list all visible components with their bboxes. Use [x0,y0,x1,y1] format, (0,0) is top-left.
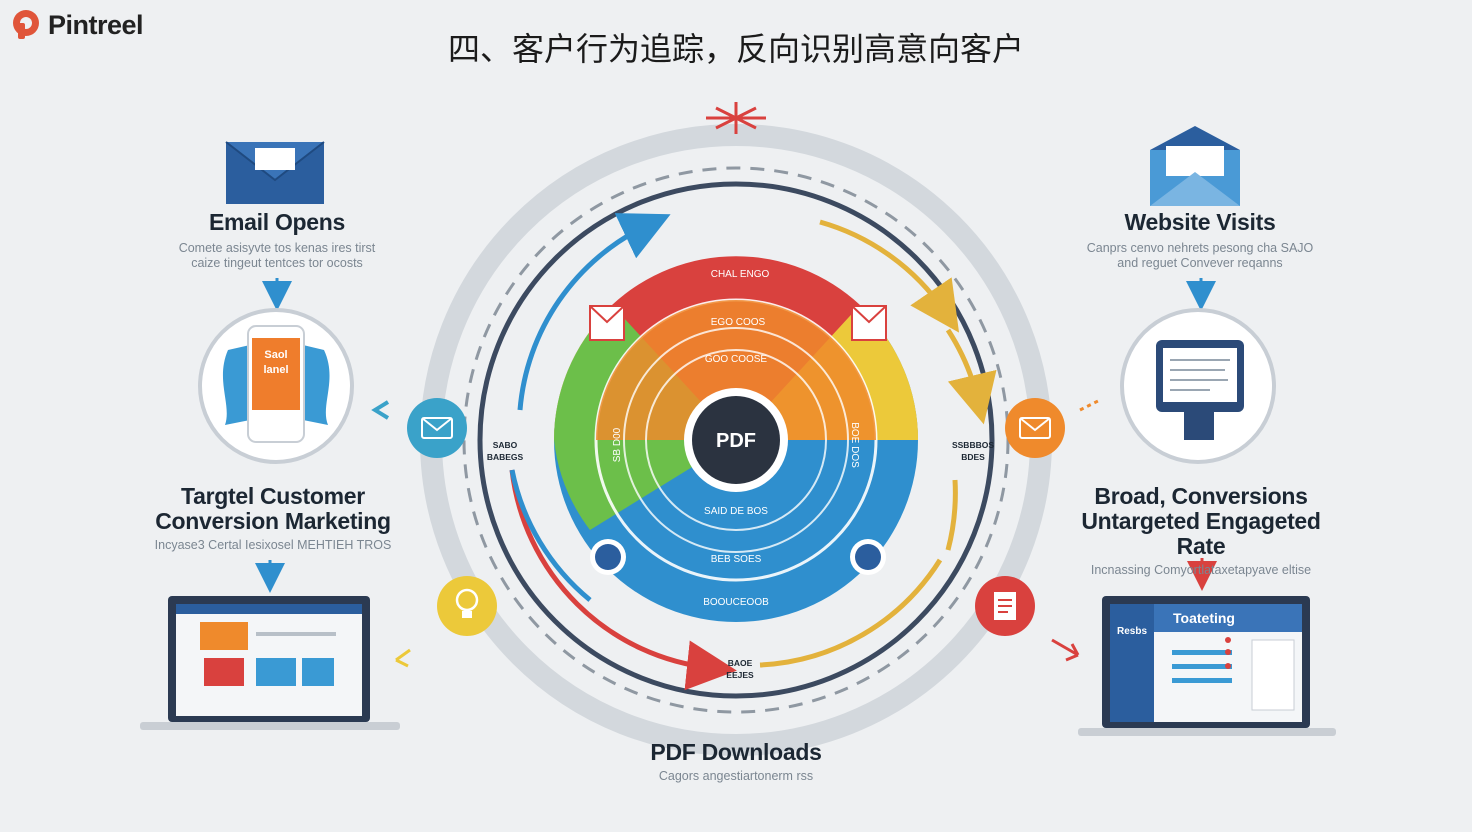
lightbulb-icon [437,576,497,636]
phone-text-1: Saol [264,349,287,361]
website-visits-title: Website Visits [1124,209,1276,235]
box-icon [589,305,625,341]
brand-name: Pintreel [48,9,144,40]
broad-conversions-sub: Incnassing Comyortlataxetapyave eltise [1090,563,1312,577]
flow-arc-yellow-bottom [759,558,943,668]
box-icon [851,305,887,341]
target-conversion-title-1: Targtel Customer [181,483,365,509]
tracking-ring [477,181,995,699]
flow-arc-yellow-right [945,328,997,425]
email-opens-sub-1: Comete asisyvte tos kenas ires tirst [178,241,376,255]
laptop-icon: Toateting Resbs [1078,596,1336,736]
broad-conversions-title-1: Broad, Conversions [1094,483,1308,509]
email-opens-sub-2: caize tingeut tentces tor ocosts [191,256,363,270]
envelope-node-left [407,398,467,458]
phone-text-2: lanel [263,364,288,376]
website-visits-block: Website Visits Canprs cenvo nehrets peso… [1078,210,1322,271]
flow-arc-blue [517,213,671,411]
phone-icon: Saol lanel [198,308,354,464]
ring-label-left-arc: SB D00 [612,427,623,462]
page-title: 四、客户行为追踪，反向识别高意向客户 [447,30,1024,68]
right-side-label-1: SSBBBOS [952,440,994,450]
target-conversion-sub: Incyase3 Certal Iesixosel MEHTIEH TROS [154,538,392,552]
flow-arc-yellow-top [819,219,960,333]
laptop-side-text: Resbs [1117,626,1147,637]
target-conversion-title-2: Conversion Marketing [155,508,391,534]
website-visits-sub-1: Canprs cenvo nehrets pesong cha SAJO [1086,241,1314,255]
funnel-core: PDF CHAL ENGO EGO COOS GOO COOSE SAID DE… [554,256,918,622]
ring-label-5: BEB SOES [711,554,762,565]
chat-icon [590,539,626,575]
center-label: PDF [716,430,756,452]
broad-conversions-block: Broad, Conversions Untargeted Engageted … [1056,484,1346,578]
compass-icon [706,102,766,134]
ring-label-2: EGO COOS [711,317,766,328]
pdf-downloads-sub: Cagors angestiartonerm rss [658,769,814,783]
ring-label-6: BOOUCEOOB [703,597,769,608]
arrow-to-laptop-left [395,648,411,668]
arrow-to-laptop-right [1051,638,1080,662]
ring-label-right-arc: BOE DOS [849,422,860,468]
envelope-node-right [1005,398,1065,458]
flow-arc-blue-lower [509,469,592,602]
email-opens-block: Email Opens Comete asisyvte tos kenas ir… [160,210,394,271]
ring-label-3: GOO COOSE [705,354,768,365]
envelope-icon [225,141,325,204]
laptop-header-text: Toateting [1173,610,1235,626]
arrow-to-monitor [1079,398,1101,412]
flow-arc-red [509,469,737,691]
left-side-label-2: BABEGS [487,452,524,462]
document-icon [975,576,1035,636]
pdf-downloads-title: PDF Downloads [650,739,822,765]
pintreel-logo-icon [13,10,39,39]
laptop-icon [140,596,400,730]
arrow-to-phone [371,400,390,420]
right-side-label-2: BDES [961,452,985,462]
email-opens-title: Email Opens [208,209,346,235]
monitor-icon [1120,308,1276,464]
website-visits-sub-2: and reguet Convever reqanns [1117,256,1283,270]
bottom-label-1: BAOE [728,658,753,668]
bottom-label-2: EEJES [726,670,754,680]
brand-logo[interactable]: Pintreel [10,8,144,42]
ring-label-4: SAID DE BOS [704,506,768,517]
flow-arc-yellow-lower [945,479,958,551]
chat-icon [850,539,886,575]
left-side-label-1: SABO [493,440,518,450]
envelope-icon [1150,126,1240,206]
ring-label-1: CHAL ENGO [711,269,770,280]
broad-conversions-title-2: Untargeted Engageted Rate [1081,508,1321,559]
target-conversion-block: Targtel Customer Conversion Marketing In… [142,484,404,553]
pdf-downloads-block: PDF Downloads Cagors angestiartonerm rss [616,740,856,784]
